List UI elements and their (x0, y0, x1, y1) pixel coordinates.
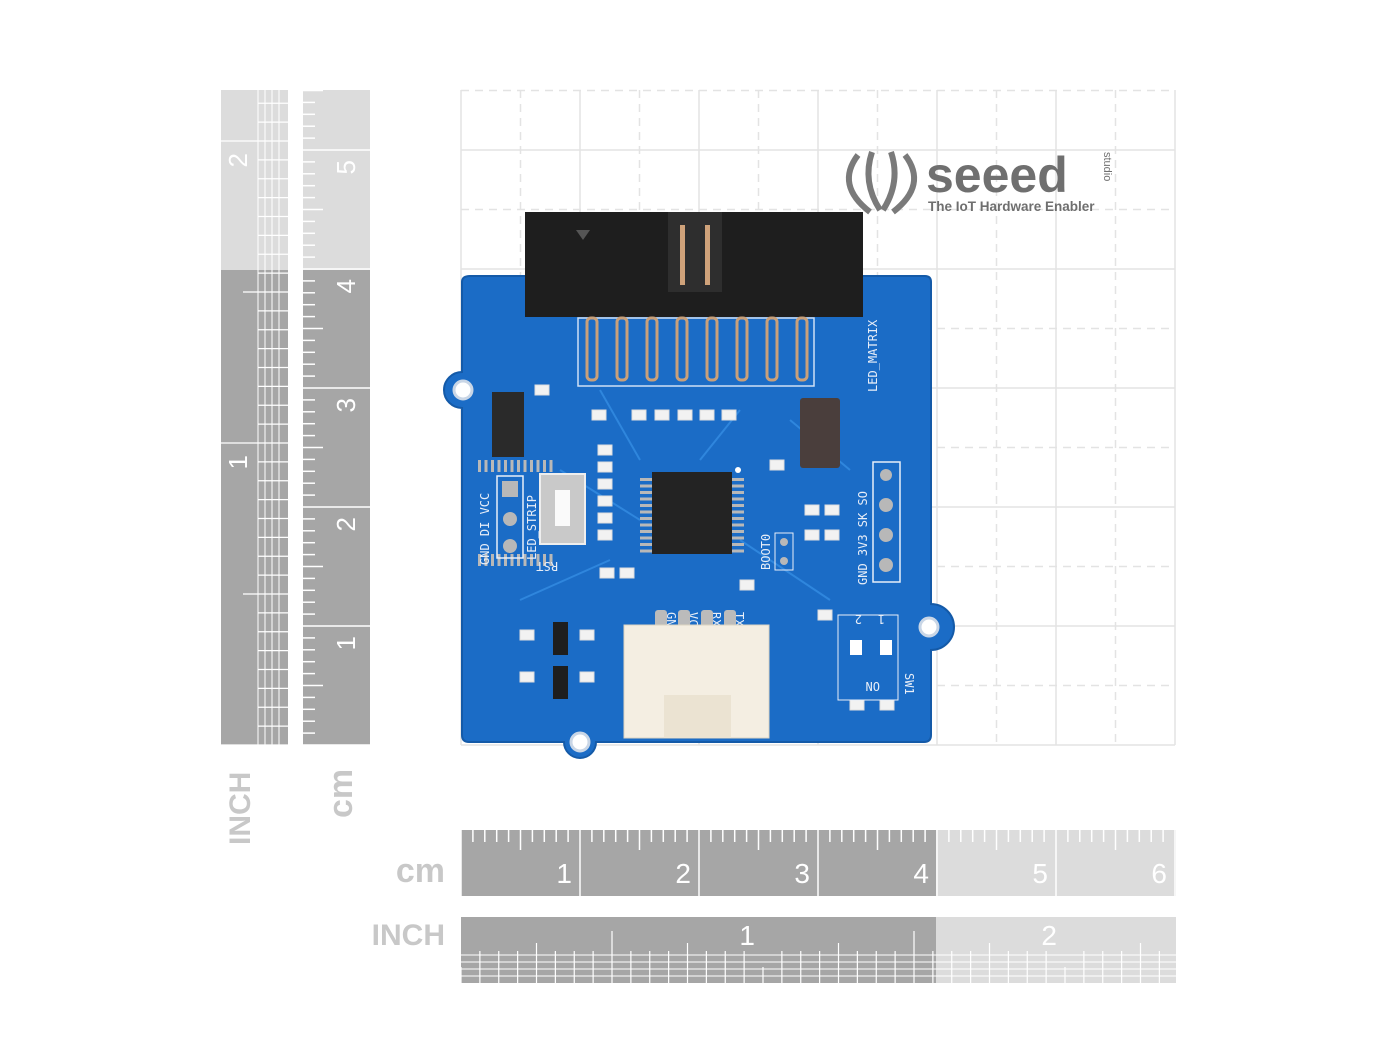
vertical-cm-label: cm (322, 769, 360, 818)
dip-switch-sw1: 1 2 ON SW1 (837, 612, 916, 701)
smd-component (739, 579, 755, 591)
vertical-cm-ruler: 1 2 3 4 5 (303, 89, 370, 746)
ruler-number: 3 (331, 398, 361, 412)
svg-text:The IoT Hardware Enabler: The IoT Hardware Enabler (928, 199, 1095, 214)
header-pin (615, 316, 629, 382)
ruler-number: 3 (794, 858, 810, 889)
header-label: LED_MATRIX (866, 319, 880, 392)
smd-component (597, 529, 613, 541)
smd-component (597, 512, 613, 524)
ruler-number: 1 (739, 920, 755, 951)
ruler-number: 5 (1032, 858, 1048, 889)
smd-component (597, 495, 613, 507)
header-pin (795, 316, 809, 382)
svg-text:ON: ON (866, 679, 880, 693)
smd-component (804, 504, 820, 516)
smd-component (699, 409, 715, 421)
horizontal-inch-label: INCH (372, 919, 445, 952)
idc-header-connector (525, 212, 863, 387)
ruler-number: 2 (675, 858, 691, 889)
microcontroller-chip (478, 460, 744, 566)
smd-component (579, 671, 595, 683)
ruler-number: 2 (223, 153, 253, 167)
ruler-number: 1 (331, 636, 361, 650)
header-pin (765, 316, 779, 382)
smd-component (597, 478, 613, 490)
header-pin (675, 316, 689, 382)
smd-component (824, 504, 840, 516)
ruler-number: 2 (331, 517, 361, 531)
header-pin (705, 316, 719, 382)
smd-component (519, 629, 535, 641)
grove-connector (623, 610, 770, 739)
vertical-inch-label: INCH (224, 772, 257, 845)
grove-led-matrix-driver-board: LED_MATRIX RST GND DI VCC LED_STRIP BOOT… (443, 212, 955, 759)
smd-component (769, 459, 785, 471)
svg-text:2: 2 (855, 612, 862, 626)
strip-label: LED_STRIP (525, 495, 539, 560)
smd-component (631, 409, 647, 421)
smd-component (599, 567, 615, 579)
spi-pins-label: GND 3V3 SK SO (856, 491, 870, 585)
seeed-flame-icon (846, 151, 917, 215)
svg-text:BOOT0: BOOT0 (759, 534, 773, 570)
horizontal-cm-ruler: 1 2 3 4 5 6 (460, 830, 1176, 896)
ruler-number: 5 (331, 160, 361, 174)
smd-component (597, 444, 613, 456)
ruler-number: 6 (1151, 858, 1167, 889)
svg-text:RST: RST (536, 559, 558, 573)
ruler-number: 4 (331, 279, 361, 293)
smd-component (849, 699, 865, 711)
ruler-number: 1 (556, 858, 572, 889)
ruler-number: 1 (223, 455, 253, 469)
smd-component (534, 384, 550, 396)
svg-text:SW1: SW1 (902, 673, 916, 695)
smd-component (804, 529, 820, 541)
header-pin (735, 316, 749, 382)
strip-pins-label: GND DI VCC (478, 493, 492, 565)
smd-component (597, 461, 613, 473)
smd-component (591, 409, 607, 421)
smd-component (519, 671, 535, 683)
svg-text:studio: studio (1101, 152, 1113, 181)
smd-component (677, 409, 693, 421)
svg-text:seeed: seeed (926, 147, 1068, 203)
smd-component (619, 567, 635, 579)
header-pin (645, 316, 659, 382)
seeed-logo: seeed studio The IoT Hardware Enabler (846, 147, 1113, 215)
ruler-number: 2 (1041, 920, 1057, 951)
smd-component (721, 409, 737, 421)
smd-component (824, 529, 840, 541)
smd-component (579, 629, 595, 641)
vertical-inch-ruler: 12 (221, 90, 288, 746)
svg-text:1: 1 (878, 612, 885, 626)
smd-component (879, 699, 895, 711)
horizontal-cm-label: cm (396, 852, 445, 890)
header-pin (585, 316, 599, 382)
smd-component (654, 409, 670, 421)
smd-component (817, 609, 833, 621)
ruler-number: 4 (913, 858, 929, 889)
